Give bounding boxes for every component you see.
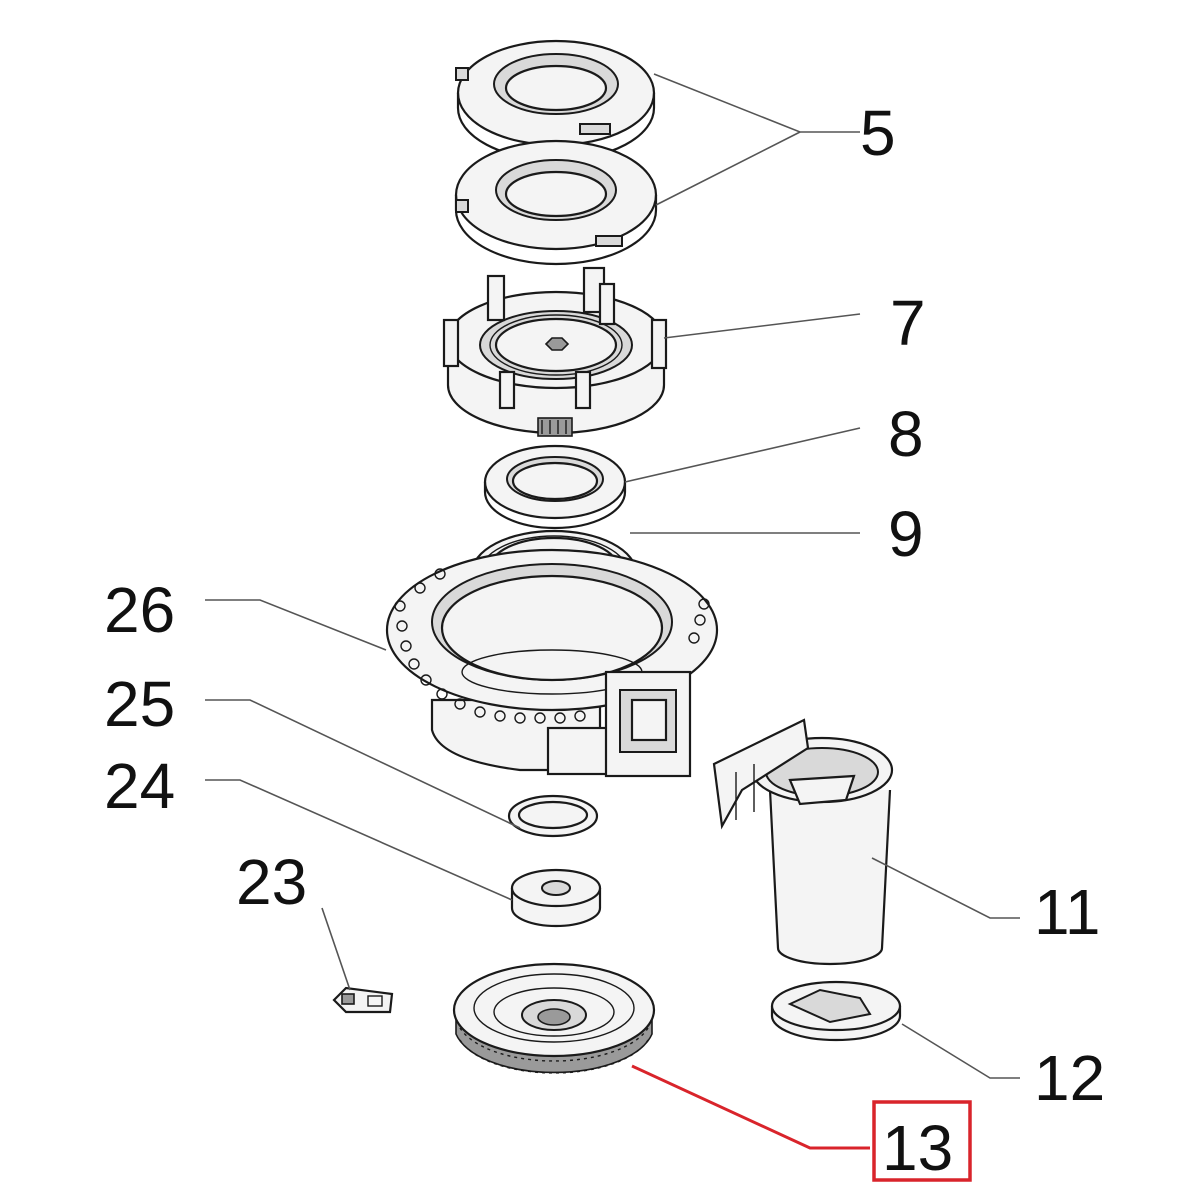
highlight-leader <box>631 1064 870 1150</box>
part-11-chute <box>712 718 894 966</box>
part-5-lower-ring <box>454 139 658 266</box>
label-part-7: 7 <box>890 287 926 359</box>
label-part-24: 24 <box>104 750 175 822</box>
housing-hole-ring <box>394 568 710 724</box>
label-part-9: 9 <box>888 498 924 570</box>
highlight-frame <box>872 1100 972 1182</box>
part-12-flap <box>770 980 902 1042</box>
leader-lines <box>205 73 1020 1150</box>
part-23-clip <box>332 986 394 1014</box>
label-part-13: 13 <box>882 1112 953 1184</box>
label-part-5: 5 <box>860 97 896 169</box>
highlight-box-part-13: 13 <box>872 1100 972 1184</box>
part-7-burr-holder <box>442 266 668 437</box>
label-part-11: 11 <box>1034 876 1100 948</box>
part-25-oring <box>507 794 599 838</box>
part-8-ring <box>483 444 627 530</box>
label-part-25: 25 <box>104 668 175 740</box>
label-part-26: 26 <box>104 574 175 646</box>
label-part-12: 12 <box>1034 1042 1105 1114</box>
part-26-housing <box>385 548 719 778</box>
label-part-23: 23 <box>236 846 307 918</box>
part-13-gear <box>452 962 656 1074</box>
label-part-8: 8 <box>888 398 924 470</box>
part-5-upper-ring <box>455 39 656 162</box>
part-24-bushing <box>510 868 602 928</box>
